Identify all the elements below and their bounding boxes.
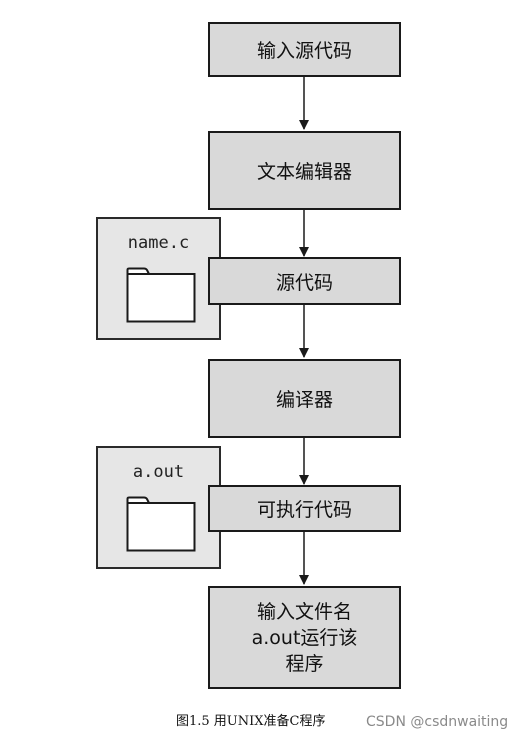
watermark: CSDN @csdnwaiting [366, 714, 509, 730]
step-run-program: 输入文件名 a.out运行该 程序 [208, 586, 401, 689]
file-a-out: a.out [96, 446, 221, 569]
step-compiler: 编译器 [208, 359, 401, 438]
figure-caption: 图1.5 用UNIX准备C程序 [176, 714, 326, 729]
step-text-editor: 文本编辑器 [208, 131, 401, 210]
step-executable-code: 可执行代码 [208, 485, 401, 532]
folder-icon [126, 267, 196, 323]
file-label-a-out: a.out [132, 462, 185, 482]
step-source-code: 源代码 [208, 257, 401, 305]
folder-icon [126, 496, 196, 552]
file-label-name-c: name.c [127, 233, 190, 253]
file-name-c: name.c [96, 217, 221, 340]
step-input-source: 输入源代码 [208, 22, 401, 77]
